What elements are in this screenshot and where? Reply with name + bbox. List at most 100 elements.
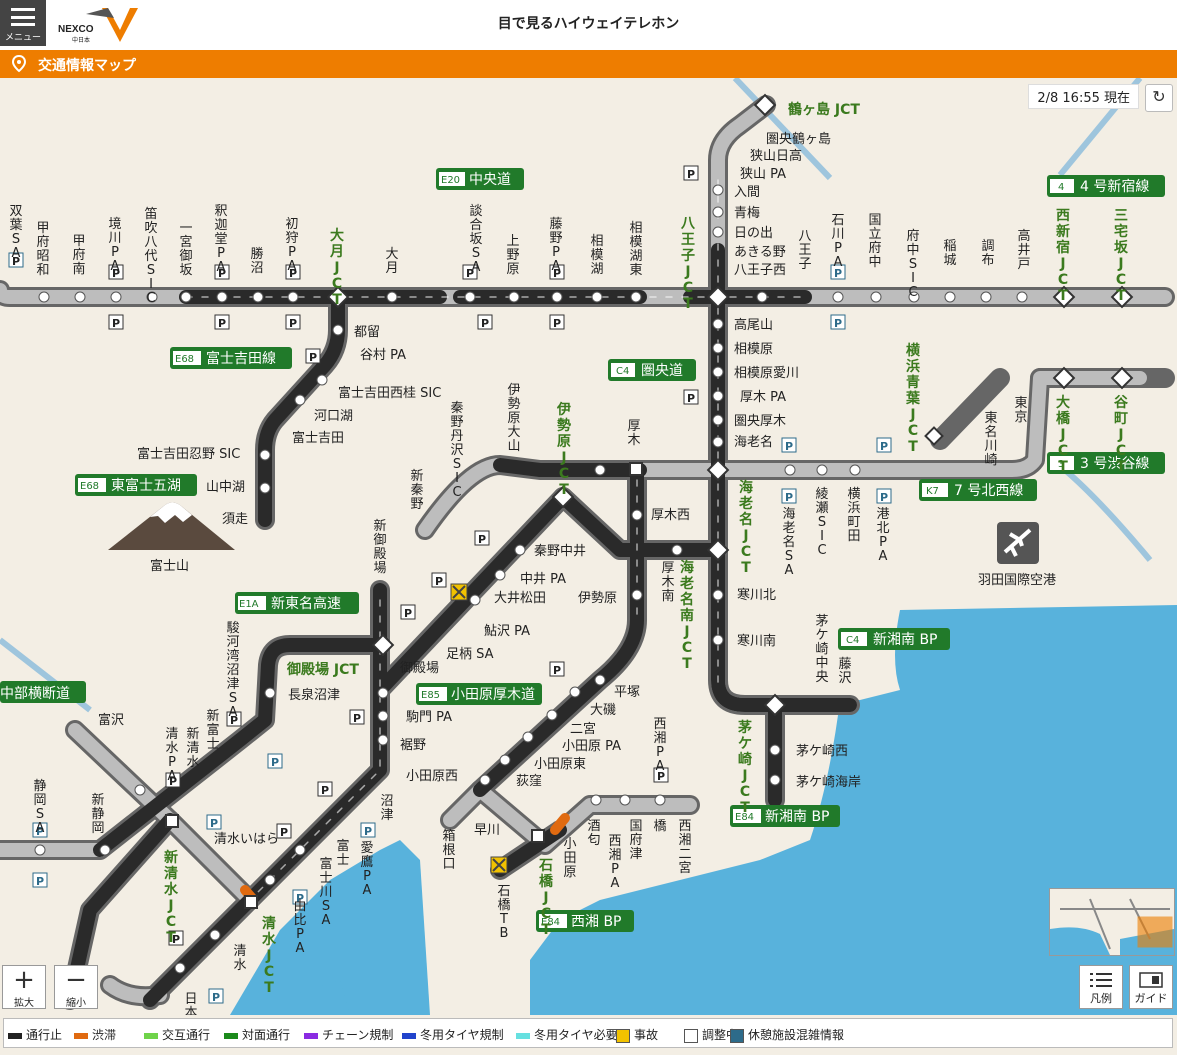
place-fujiyoshida: 富士吉田 <box>292 430 344 446</box>
place-hakone-guchi: 箱根口 <box>442 828 455 872</box>
map-canvas[interactable]: PPP PPP PPP PP PPP PPP PPP PPP PP PPP PP… <box>0 78 1177 1015</box>
legend-item: 調整中 <box>684 1026 738 1043</box>
guide-button[interactable]: ガイド <box>1129 965 1173 1009</box>
svg-text:新東名高速: 新東名高速 <box>271 595 341 612</box>
svg-text:新湘南 BP: 新湘南 BP <box>873 632 938 648</box>
legend-item: 対面通行 <box>224 1026 290 1043</box>
legend-swatch <box>304 1032 318 1039</box>
legend-item: 冬用タイヤ規制 <box>402 1026 504 1043</box>
svg-text:P: P <box>435 575 443 588</box>
place-tomei-kawasaki: 東名川崎 <box>984 410 997 468</box>
sea-area <box>530 605 1177 1015</box>
place-yamura-pa: 谷村 PA <box>360 348 406 363</box>
place-takaido: 高井戸 <box>1017 228 1030 272</box>
svg-text:P: P <box>210 817 218 830</box>
legend-label: チェーン規制 <box>322 1028 394 1042</box>
legend-swatch <box>730 1028 744 1043</box>
legend-label: 休憩施設混雑情報 <box>748 1028 845 1042</box>
svg-text:P: P <box>112 267 120 280</box>
logo-sub: 中日本 <box>72 36 90 44</box>
svg-text:P: P <box>112 317 120 330</box>
jct-labels: 鶴ヶ島 JCT 御殿場 JCT <box>286 101 860 678</box>
place-ninomiya2: 西湘二宮 <box>678 819 691 876</box>
top-header: メニュー NEXCO 中日本 目で見るハイウェイテレホン <box>0 0 1177 51</box>
place-otsuki: 大月 <box>385 247 398 276</box>
svg-text:P: P <box>657 770 665 783</box>
place-nagaizumi: 長泉沼津 <box>288 687 340 703</box>
place-iruma: 入間 <box>734 185 760 200</box>
svg-text:P: P <box>296 892 304 905</box>
svg-text:4: 4 <box>1058 182 1064 193</box>
place-kenou-tsurugashima: 圏央鶴ヶ島 <box>766 131 831 147</box>
place-samukawa-kita: 寒川北 <box>737 587 776 603</box>
zoom-in-button[interactable]: + 拡大 <box>2 965 46 1009</box>
svg-text:P: P <box>553 317 561 330</box>
airplane-icon <box>997 522 1039 564</box>
place-yamanakako: 山中湖 <box>206 480 245 495</box>
place-oi-matsuda: 大井松田 <box>494 591 546 606</box>
svg-text:3: 3 <box>1058 459 1064 470</box>
place-atsugi-minami: 厚木南 <box>661 561 674 604</box>
svg-text:P: P <box>834 317 842 330</box>
place-odawara-nishi: 小田原西 <box>406 769 458 784</box>
place-ogikubo: 荻窪 <box>516 773 542 789</box>
svg-text:圏央道: 圏央道 <box>641 363 683 379</box>
legend-label: 事故 <box>634 1028 659 1042</box>
svg-text:西湘 BP: 西湘 BP <box>571 914 622 930</box>
svg-text:P: P <box>880 491 888 504</box>
place-hayakawa: 早川 <box>474 823 500 838</box>
place-sagamihara: 相模原 <box>734 342 773 357</box>
place-atsugi: 厚木 <box>627 419 640 448</box>
map-pin-icon <box>11 55 27 73</box>
hamburger-icon <box>11 8 35 26</box>
place-kunitachi-fuchu: 国立府中 <box>868 213 881 270</box>
svg-text:4 号新宿線: 4 号新宿線 <box>1080 178 1149 195</box>
road-label-r4: 4 4 号新宿線 <box>1047 175 1165 197</box>
place-hinode: 日の出 <box>734 226 773 241</box>
svg-text:P: P <box>218 267 226 280</box>
place-hashi: 橋 <box>653 819 666 834</box>
svg-text:7 号北西線: 7 号北西線 <box>954 483 1023 499</box>
overview-minimap[interactable] <box>1049 888 1175 956</box>
legend-swatch <box>8 1032 22 1039</box>
place-sagamiko: 相模湖 <box>590 234 603 277</box>
accident-markers <box>450 583 508 874</box>
zoom-out-button[interactable]: − 縮小 <box>54 965 98 1009</box>
menu-button[interactable]: メニュー <box>0 0 46 46</box>
svg-text:P: P <box>478 533 486 546</box>
legend-button[interactable]: 凡例 <box>1079 965 1123 1009</box>
svg-text:P: P <box>218 317 226 330</box>
place-hachioji-nishi: 八王子西 <box>734 263 786 278</box>
svg-text:P: P <box>364 825 372 838</box>
svg-text:P: P <box>687 392 695 405</box>
svg-text:東富士五湖: 東富士五湖 <box>111 477 181 494</box>
svg-text:P: P <box>404 607 412 620</box>
svg-text:P: P <box>289 317 297 330</box>
svg-text:E68: E68 <box>175 354 194 365</box>
place-shin-gotemba: 新御殿場 <box>373 518 386 576</box>
place-shin-fuji: 新富士 <box>206 708 219 752</box>
place-sagamihara-aikawa: 相模原愛川 <box>734 366 799 381</box>
nexco-logo[interactable]: NEXCO 中日本 <box>56 4 140 44</box>
refresh-button[interactable]: ↻ <box>1145 84 1173 112</box>
svg-text:P: P <box>321 784 329 797</box>
